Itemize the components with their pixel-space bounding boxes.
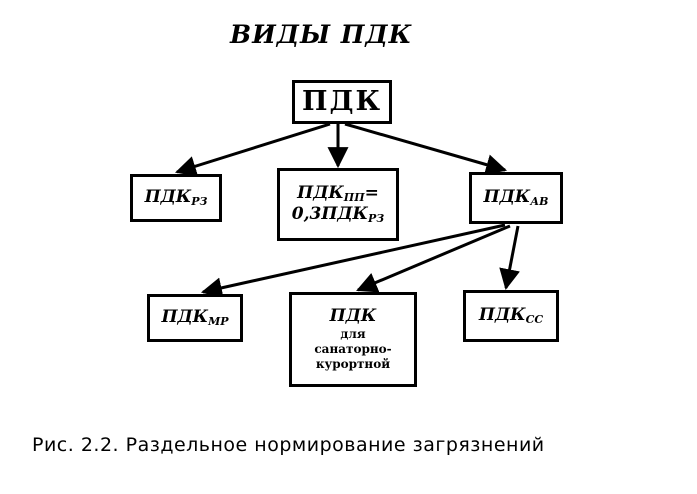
box-pdk-mr: ПДКМР	[147, 294, 243, 342]
box-pdk-sanatorium-line3: санаторно-	[314, 341, 392, 356]
root-box: ПДК	[292, 80, 392, 124]
box-pdk-sanatorium-line4: курортной	[315, 356, 391, 371]
figure-caption: Рис. 2.2. Раздельное нормирование загряз…	[32, 434, 545, 456]
diagram-title: ВИДЫ ПДК	[230, 20, 413, 49]
root-label: ПДК	[301, 86, 383, 118]
box-pdk-ss-label: ПДКСС	[478, 304, 544, 326]
arrow-av-to-mr	[200, 223, 506, 299]
arrow-root-to-av	[344, 122, 508, 175]
box-pdk-av-label: ПДКАВ	[483, 186, 549, 208]
box-pdk-sanatorium-line2: для	[340, 326, 366, 341]
arrow-av-to-sanatorium	[356, 224, 511, 293]
arrow-root-to-rz	[174, 122, 331, 177]
box-pdk-mr-label: ПДКМР	[161, 306, 229, 328]
box-pdk-sanatorium-line1: ПДК	[329, 306, 377, 327]
box-pdk-pp: ПДКПП= 0,3ПДКРЗ	[277, 168, 399, 241]
box-pdk-pp-line1: ПДКПП=	[297, 182, 379, 204]
box-pdk-av: ПДКАВ	[469, 172, 563, 224]
box-pdk-sanatorium: ПДК для санаторно- курортной	[289, 292, 417, 387]
box-pdk-pp-line2: 0,3ПДКРЗ	[291, 203, 385, 225]
arrow-av-to-ss	[499, 225, 520, 291]
box-pdk-rz-label: ПДКРЗ	[144, 186, 208, 208]
box-pdk-ss: ПДКСС	[463, 290, 559, 342]
box-pdk-rz: ПДКРЗ	[130, 174, 222, 222]
